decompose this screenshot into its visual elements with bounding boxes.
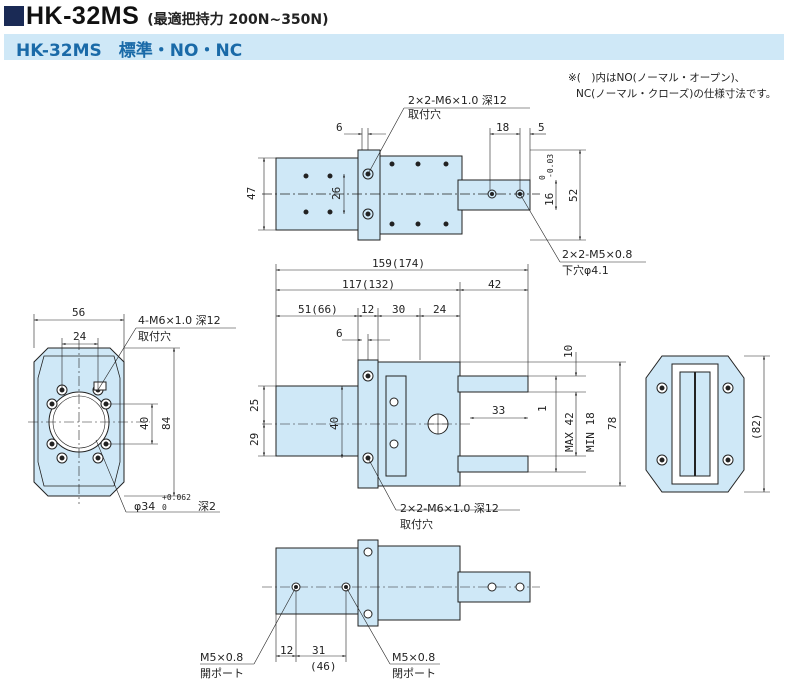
front-dim-max: MAX 42 [563, 412, 576, 452]
left-dim-40: 40 [138, 417, 151, 430]
bottom-dim-31: 31 [312, 644, 325, 657]
top-dim-26: 26 [330, 187, 343, 200]
close-port-sub: 閉ポート [392, 667, 436, 680]
close-port-callout: M5×0.8 [392, 651, 435, 664]
variant-banner: HK-32MS 標準・NO・NC [4, 34, 784, 61]
top-dim-tol: 0 [538, 175, 547, 180]
grip-force-subtitle: (最適把持力 200N~350N) [147, 12, 329, 28]
front-dim-10: 10 [562, 345, 575, 358]
top-finger [457, 179, 531, 211]
left-dim-24: 24 [73, 330, 87, 343]
open-port-callout: M5×0.8 [200, 651, 243, 664]
front-dim-1: 1 [536, 405, 549, 412]
right-dim-82: (82) [750, 414, 763, 441]
front-upper-finger [457, 375, 529, 393]
left-bore-depth: 深2 [198, 500, 216, 513]
front-dim-12: 12 [361, 303, 374, 316]
left-bore-tol0: 0 [162, 503, 167, 512]
top-m5-callout: 2×2-M5×0.8 [562, 248, 632, 261]
mid-m6-sub: 取付穴 [400, 517, 433, 531]
left-dim-56: 56 [72, 306, 85, 319]
bottom-view [200, 539, 540, 665]
left-m6-sub: 取付穴 [138, 329, 171, 343]
front-dim-29: 29 [248, 433, 261, 446]
top-m6-callout: 2×2-M6×1.0 深12 [408, 94, 507, 107]
top-dim-tol2: -0.03 [546, 154, 555, 178]
note-line-1: ※( )内はNO(ノーマル・オープン)、 [568, 72, 746, 84]
top-m5-sub: 下穴φ4.1 [562, 263, 609, 277]
top-view [258, 107, 646, 263]
left-bore-tol: +0.062 [162, 493, 191, 502]
front-dim-40: 40 [328, 417, 341, 430]
front-dim-51: 51(66) [298, 303, 338, 316]
front-dim-33: 33 [492, 404, 505, 417]
top-jaw-housing [379, 155, 463, 235]
open-port-sub: 開ポート [200, 667, 244, 680]
front-view [258, 264, 626, 511]
note-line-2: NC(ノーマル・クローズ)の仕様寸法です。 [576, 88, 777, 100]
right-view [645, 355, 770, 493]
front-dim-25: 25 [248, 399, 261, 412]
top-dim-47: 47 [245, 187, 258, 200]
front-dim-117: 117(132) [342, 278, 395, 291]
top-dim-18: 18 [496, 121, 509, 134]
top-dim-52: 52 [567, 189, 580, 202]
top-flange [357, 149, 381, 241]
front-dim-min: MIN 18 [584, 412, 597, 452]
bottom-dim-12: 12 [280, 644, 293, 657]
left-view [28, 314, 236, 513]
left-m6-callout: 4-M6×1.0 深12 [138, 314, 221, 327]
front-dim-159: 159(174) [372, 257, 425, 270]
left-bore-callout: φ34 [134, 500, 155, 513]
top-dim-16: 16 [543, 193, 556, 206]
front-dim-30: 30 [392, 303, 405, 316]
front-lower-finger [457, 455, 529, 473]
top-m6-sub: 取付穴 [408, 107, 441, 121]
bottom-body [275, 547, 361, 615]
front-dim-42: 42 [488, 278, 501, 291]
variant-label: HK-32MS 標準・NO・NC [16, 41, 243, 61]
top-dim-6: 6 [336, 121, 343, 134]
model-name: HK-32MS [26, 2, 140, 30]
top-dim-5: 5 [538, 121, 545, 134]
mid-m6-callout: 2×2-M6×1.0 深12 [400, 502, 499, 515]
front-dim-6: 6 [336, 327, 343, 340]
bottom-dim-46: (46) [310, 660, 337, 673]
page-title: HK-32MS (最適把持力 200N~350N) [4, 2, 329, 30]
title-square-icon [4, 6, 24, 26]
front-body [275, 385, 361, 457]
front-dim-24: 24 [433, 303, 447, 316]
left-dim-84: 84 [160, 416, 173, 430]
front-dim-78: 78 [606, 417, 619, 430]
